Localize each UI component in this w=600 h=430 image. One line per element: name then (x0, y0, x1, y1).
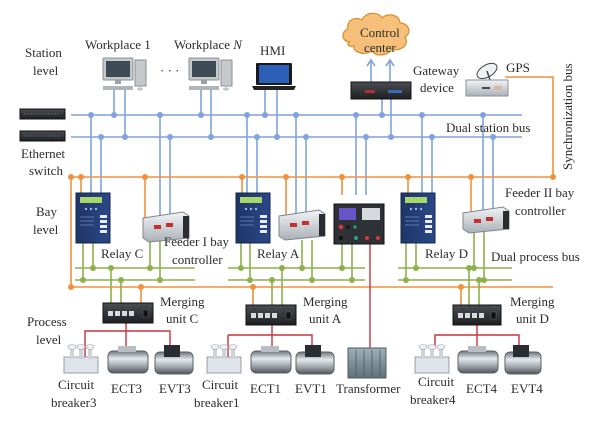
gateway-device[interactable] (350, 81, 412, 100)
ethernet-switch-1[interactable] (19, 108, 66, 120)
circuit-breaker-3-label-1: Circuit (58, 377, 94, 392)
ect1-label: ECT1 (250, 381, 281, 396)
circuit-breaker-1[interactable] (206, 344, 242, 374)
evt4[interactable] (504, 345, 542, 375)
ethernet-switch-label-1: Ethernet (21, 146, 65, 161)
bay-level-label-2: level (33, 222, 59, 237)
control-center-label-1: Control (360, 25, 400, 40)
ethernet-switch-label-2: switch (29, 163, 63, 178)
station-level-label-2: level (33, 63, 59, 78)
bay-level-label-1: Bay (36, 204, 57, 219)
merging-unit-c-label-2: unit C (166, 311, 198, 326)
workplace-n-computer[interactable] (188, 57, 233, 91)
circuit-breaker-3-label-2: breaker3 (51, 395, 96, 410)
process-level-label-2: level (36, 332, 62, 347)
feeder-1-label-2: controller (172, 252, 223, 267)
feeder-2-bay-controller[interactable] (462, 206, 510, 234)
ect3[interactable] (107, 346, 149, 374)
evt1[interactable] (295, 345, 335, 375)
feeder-1-bay-controller[interactable] (142, 211, 190, 243)
ect4[interactable] (457, 346, 499, 374)
control-center-label-2: center (364, 40, 396, 55)
merging-unit-d-label-2: unit D (516, 311, 549, 326)
analog-wiring (84, 240, 520, 358)
synchronization-bus-label: Synchronization bus (560, 63, 575, 170)
circuit-breaker-1-label-1: Circuit (202, 377, 238, 392)
hmi-label: HMI (260, 43, 285, 58)
station-bus-junctions (88, 112, 496, 140)
gateway-label-1: Gateway (413, 63, 460, 78)
merging-unit-a-label-1: Merging (303, 294, 348, 309)
merging-unit-a[interactable] (245, 304, 297, 326)
relay-a[interactable] (235, 192, 271, 244)
evt4-label: EVT4 (511, 381, 543, 396)
workplace-ellipsis: · · · (160, 63, 180, 78)
gps-sync-line (505, 76, 554, 177)
merging-unit-c-label-1: Merging (160, 294, 205, 309)
merging-unit-a-label-2: unit A (309, 311, 342, 326)
ect4-label: ECT4 (466, 381, 498, 396)
feeder-2-label-2: controller (515, 203, 566, 218)
process-bus-junctions (80, 265, 487, 283)
dual-process-bus-label: Dual process bus (491, 249, 580, 264)
merging-unit-c[interactable] (102, 302, 154, 324)
relay-a-label: Relay A (257, 246, 300, 261)
workplace-n-label: Workplace N (174, 37, 243, 52)
relay-c[interactable] (75, 192, 111, 244)
transformer[interactable] (347, 347, 387, 379)
control-panel[interactable] (333, 203, 385, 245)
bay-controller-middle[interactable] (278, 209, 326, 241)
process-level-label-1: Process (27, 314, 67, 329)
relay-d[interactable] (400, 192, 436, 244)
feeder-2-label-1: Feeder II bay (505, 185, 575, 200)
evt1-label: EVT1 (295, 381, 327, 396)
merging-unit-d-label-1: Merging (510, 294, 555, 309)
circuit-breaker-4-label-2: breaker4 (410, 392, 456, 407)
control-center-cloud[interactable]: Control center (342, 12, 410, 56)
station-level-label-1: Station (25, 45, 62, 60)
hmi-laptop[interactable] (252, 63, 296, 90)
circuit-breaker-4[interactable] (414, 344, 450, 374)
evt3[interactable] (154, 345, 194, 375)
sync-bus-junctions (68, 174, 556, 290)
workplace-1-computer[interactable] (102, 57, 147, 91)
gateway-label-2: device (420, 80, 454, 95)
relay-c-label: Relay C (101, 246, 143, 261)
circuit-breaker-3[interactable] (63, 344, 99, 374)
dual-station-bus-label: Dual station bus (446, 120, 531, 135)
relay-d-label: Relay D (425, 246, 468, 261)
feeder-1-label-1: Feeder I bay (164, 234, 229, 249)
workplace-1-label: Workplace 1 (85, 37, 151, 52)
circuit-breaker-1-label-2: breaker1 (194, 395, 239, 410)
gps-label: GPS (506, 60, 530, 75)
merging-unit-d[interactable] (452, 304, 502, 326)
gps-receiver[interactable] (465, 60, 509, 97)
transformer-label: Transformer (336, 381, 401, 396)
circuit-breaker-4-label-1: Circuit (418, 374, 454, 389)
evt3-label: EVT3 (159, 381, 191, 396)
ect1[interactable] (250, 346, 292, 374)
ect3-label: ECT3 (111, 381, 142, 396)
ethernet-switch-2[interactable] (19, 130, 66, 142)
